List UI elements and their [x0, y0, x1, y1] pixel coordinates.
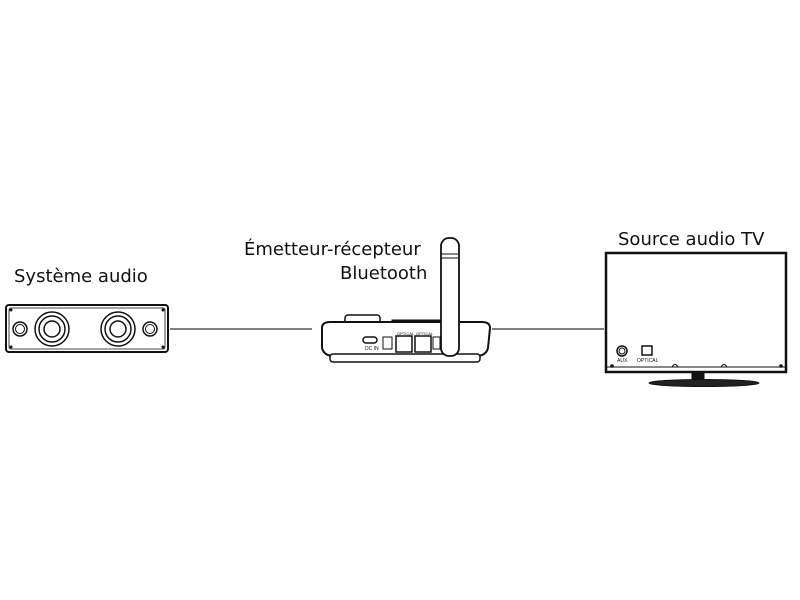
bluetooth-transceiver-icon	[321, 237, 492, 363]
tv-icon	[604, 251, 788, 387]
tv-port-optical-label: OPTICAL	[637, 358, 659, 364]
transceiver-label-line1: Émetteur-récepteur	[244, 239, 421, 260]
tv-label: Source audio TV	[618, 229, 765, 250]
transceiver-label-line2: Bluetooth	[340, 263, 428, 284]
port-optical-1-label: OPTICAL	[397, 331, 415, 336]
speaker-bar-icon	[5, 304, 169, 353]
audio-system-label: Système audio	[14, 266, 148, 287]
port-optical-2-label: OPTICAL	[416, 331, 434, 336]
port-dc-in-label: DC IN	[365, 346, 379, 352]
tv-port-aux-label: AUX	[617, 358, 628, 364]
